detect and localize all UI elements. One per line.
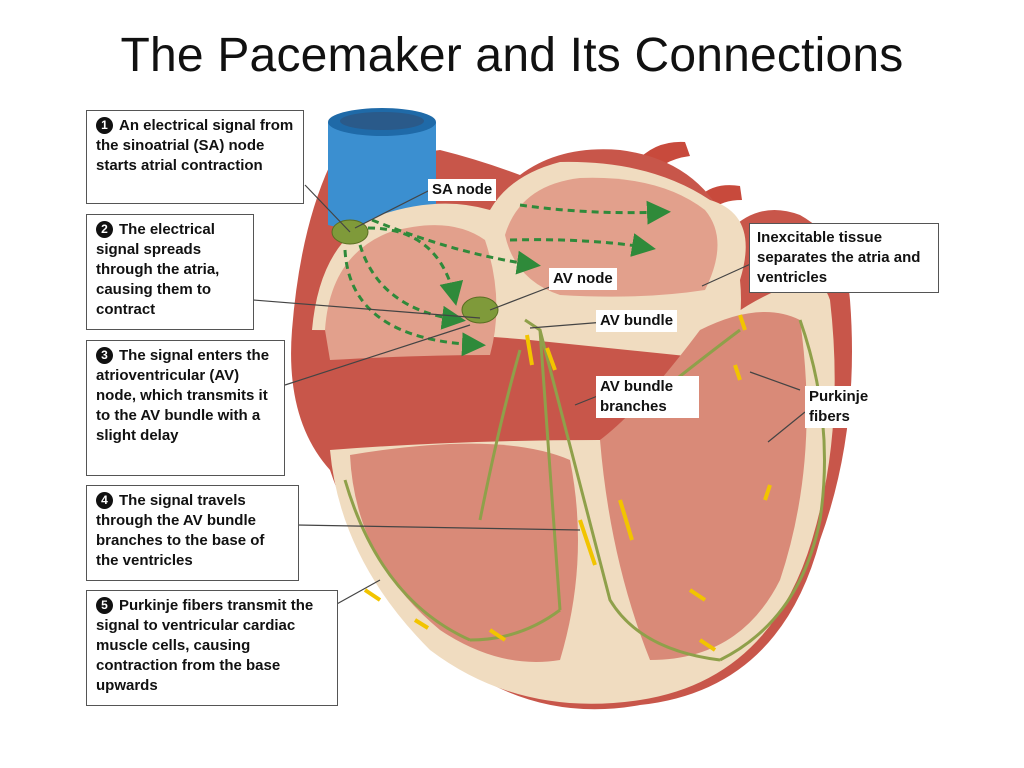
atrial-signal-arrows	[343, 200, 671, 357]
step-text: The signal enters the atrioventricular (…	[96, 347, 270, 444]
step-number-badge: 4	[96, 492, 113, 509]
step-text: The electrical signal spreads through th…	[96, 221, 220, 318]
label-av-bundle: AV bundle	[596, 310, 678, 332]
label-sa-node: SA node	[428, 179, 497, 201]
step-number-badge: 5	[96, 597, 113, 614]
step-text: An electrical signal from the sinoatrial…	[96, 117, 294, 174]
purkinje-signal-arrows	[363, 314, 772, 652]
label-purkinje-fibers: Purkinje fibers	[805, 386, 893, 428]
step-number-badge: 1	[96, 117, 113, 134]
av-node	[461, 296, 499, 324]
step-text: The signal travels through the AV bundle…	[96, 492, 265, 569]
slide-title: The Pacemaker and Its Connections	[120, 29, 904, 82]
leader-lines	[252, 184, 806, 606]
step-text: Purkinje fibers transmit the signal to v…	[96, 597, 314, 694]
step-number-badge: 3	[96, 347, 113, 364]
label-av-node: AV node	[549, 268, 617, 290]
label-inexcitable-tissue: Inexcitable tissue separates the atria a…	[749, 223, 939, 293]
label-av-bundle-branches: AV bundle branches	[596, 376, 699, 418]
right-ventricle	[350, 443, 578, 662]
step-number-badge: 2	[96, 221, 113, 238]
conduction-pathway	[343, 318, 826, 662]
superior-vena-cava	[328, 122, 436, 231]
